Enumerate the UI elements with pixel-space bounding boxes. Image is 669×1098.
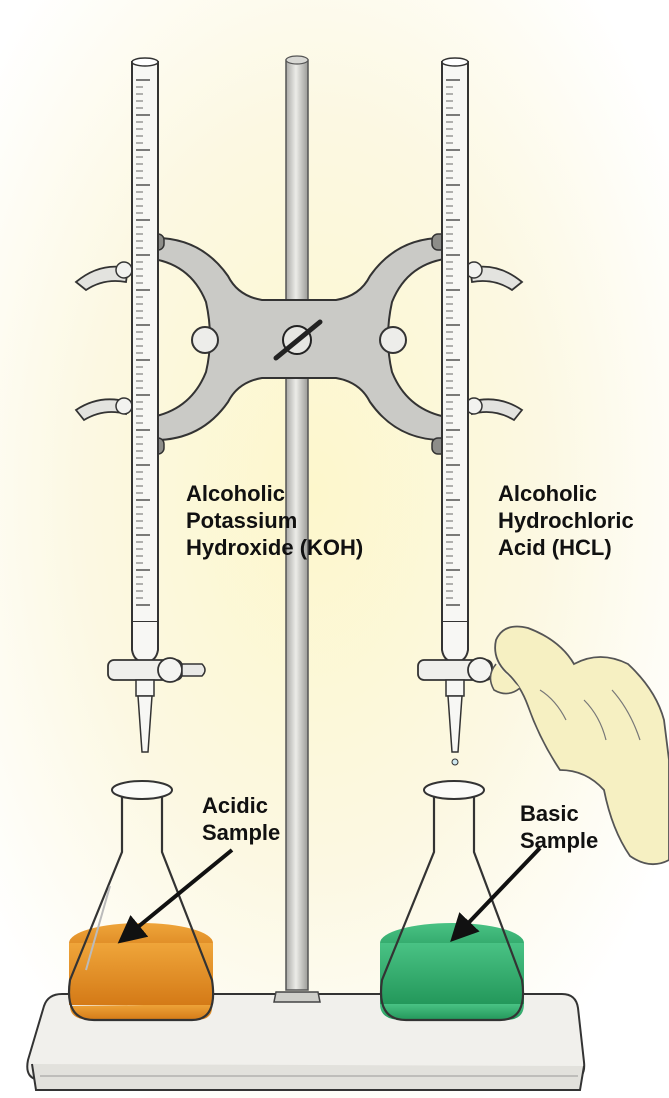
left-burette-label-line: Hydroxide (KOH): [186, 534, 363, 561]
left-burette-label-line: Alcoholic: [186, 480, 363, 507]
left-flask-label-line: Sample: [202, 819, 280, 846]
right-flask-label-line: Sample: [520, 827, 598, 854]
right-flask-label: Basic Sample: [520, 800, 598, 854]
left-burette-label: Alcoholic Potassium Hydroxide (KOH): [186, 480, 363, 561]
right-flask-label-line: Basic: [520, 800, 598, 827]
left-burette-label-line: Potassium: [186, 507, 363, 534]
right-burette-label-line: Alcoholic: [498, 480, 634, 507]
right-burette-label-line: Acid (HCL): [498, 534, 634, 561]
right-burette-label: Alcoholic Hydrochloric Acid (HCL): [498, 480, 634, 561]
right-burette-label-line: Hydrochloric: [498, 507, 634, 534]
left-flask-label-line: Acidic: [202, 792, 280, 819]
left-flask-label: Acidic Sample: [202, 792, 280, 846]
